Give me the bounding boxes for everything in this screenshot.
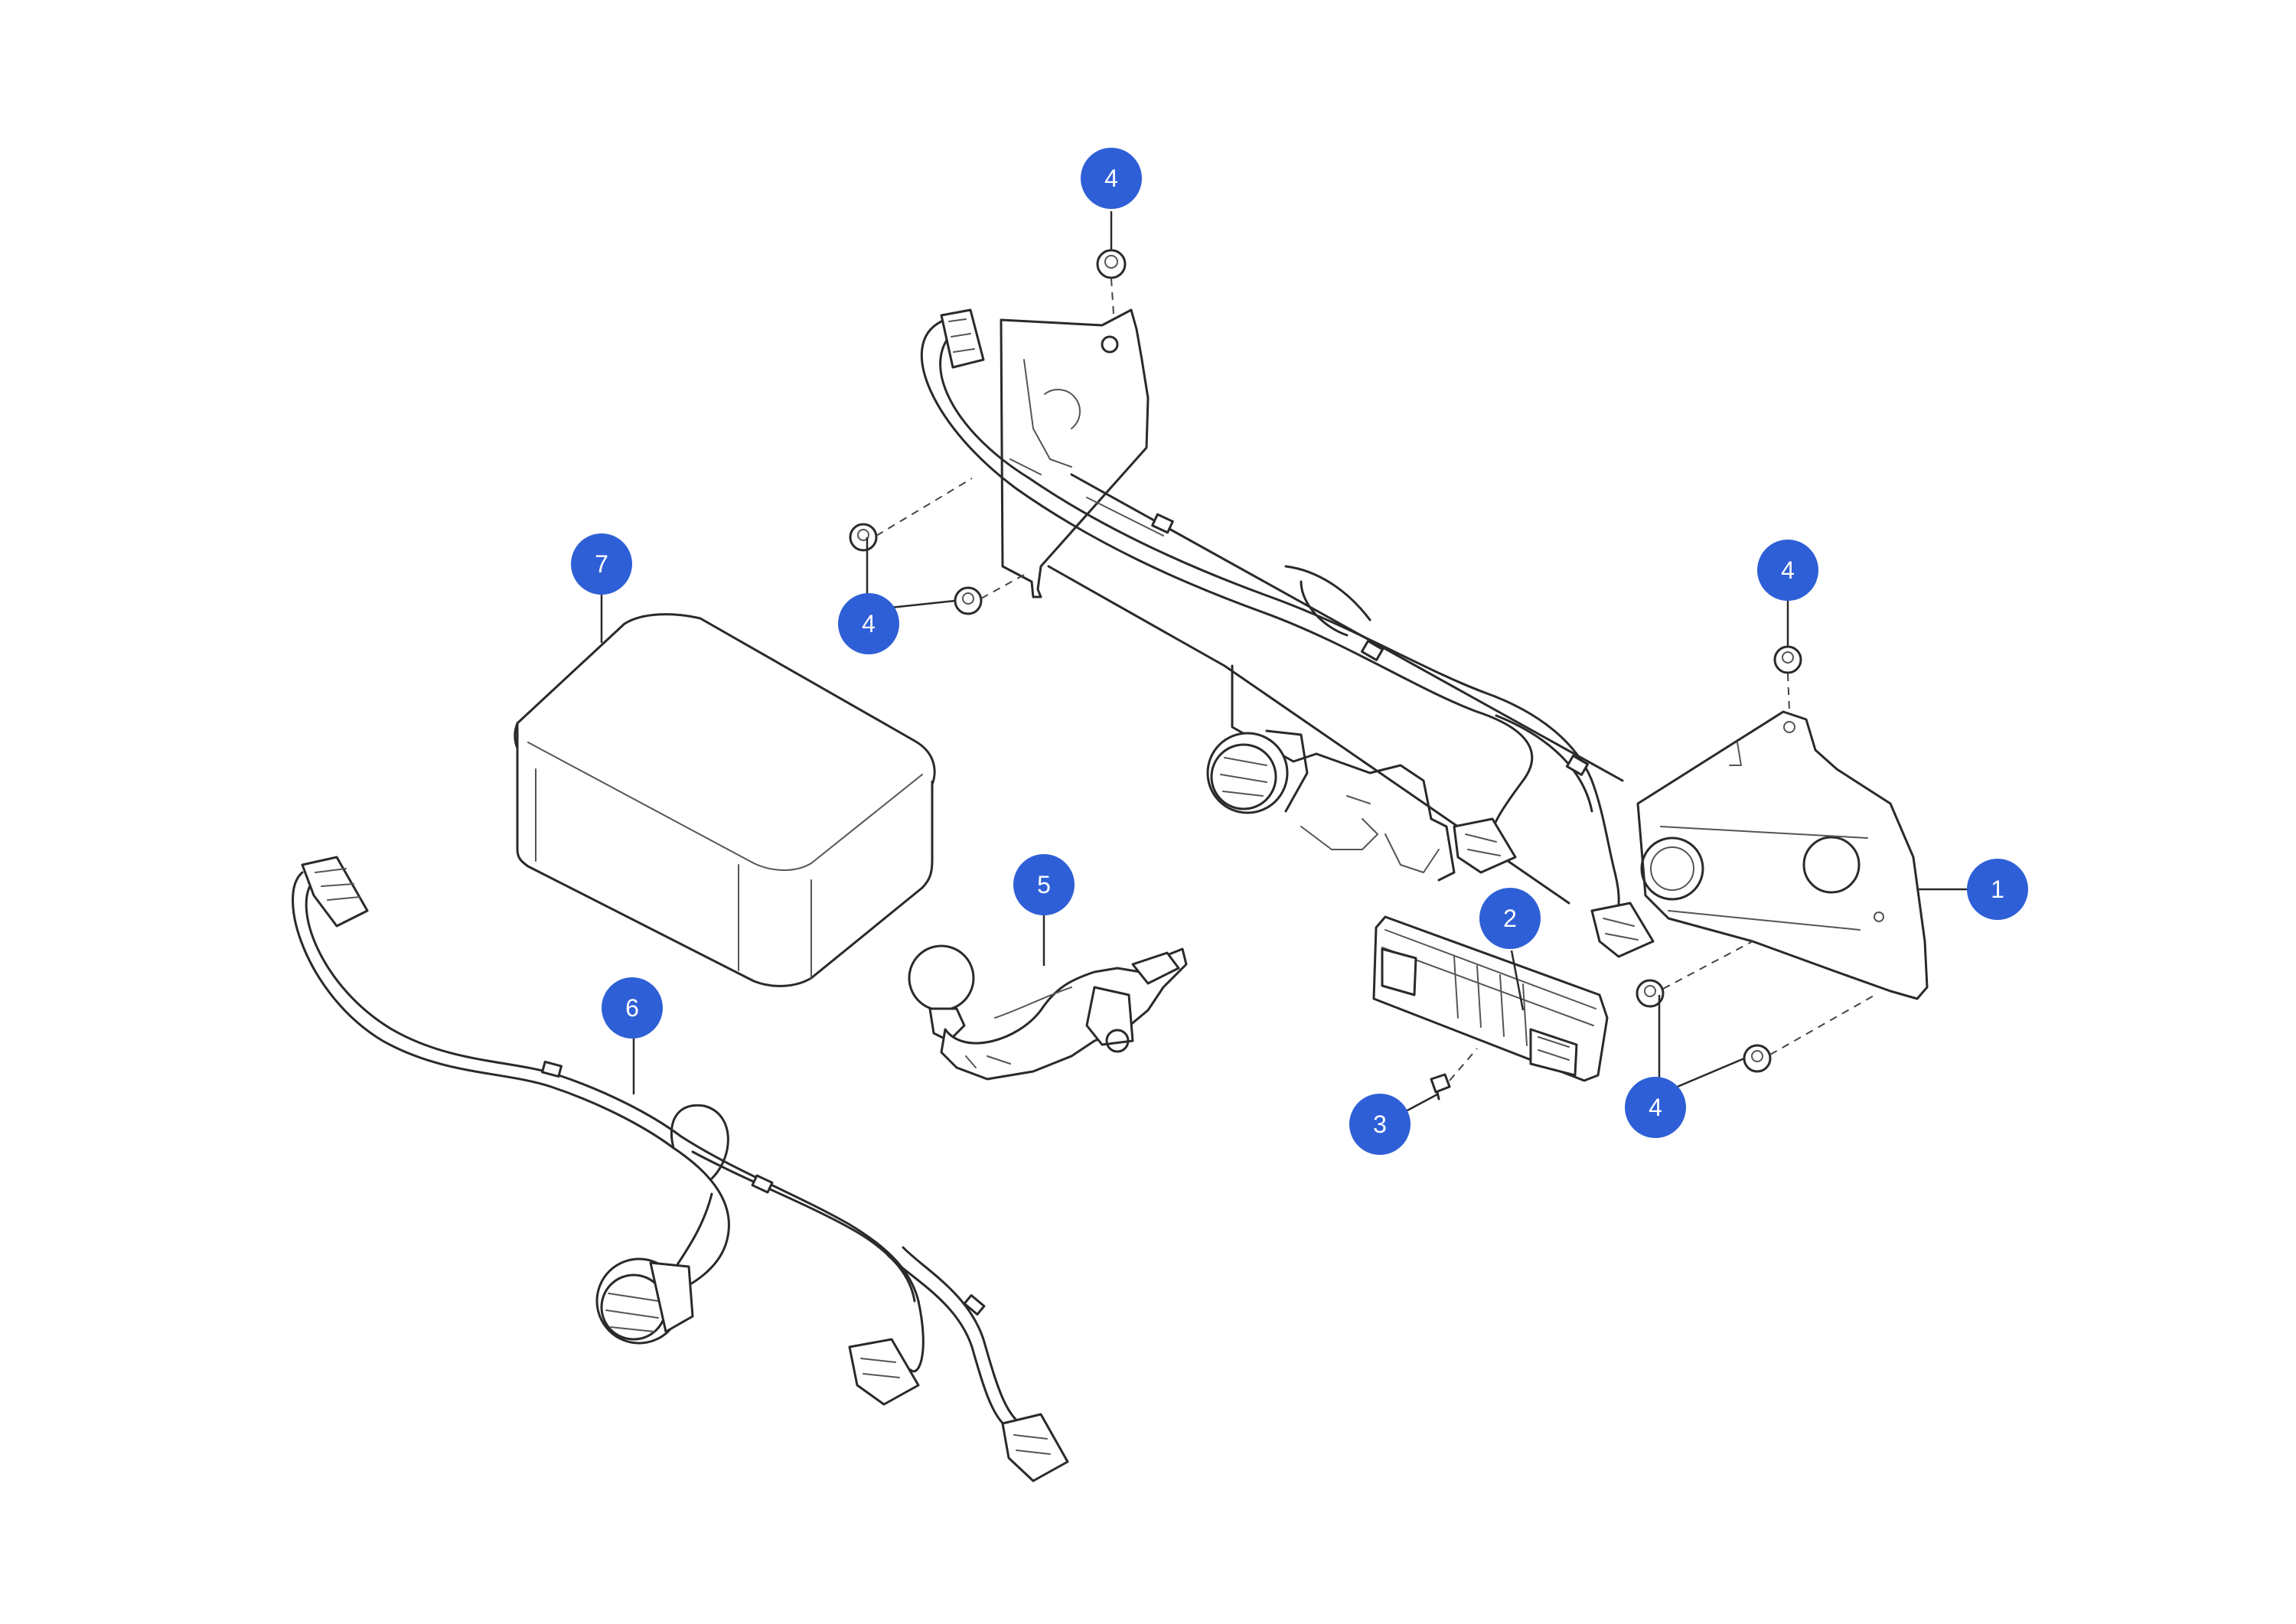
callout-4-top: 4 [1081,148,1142,209]
part-nuts [849,249,1802,1073]
nut-right-lower-b [1743,1044,1772,1073]
callout-4-left: 4 [838,593,899,654]
callouts: 4 4 4 4 1 2 3 5 [571,148,2028,1155]
callout-2-label: 2 [1503,905,1517,932]
part-wiring-harness [292,856,1069,1482]
part-screw [1430,1073,1451,1101]
nut-left-upper [849,523,878,552]
callout-4-right-top-label: 4 [1781,556,1795,584]
part-control-module [1372,915,1609,1082]
callout-6-harness: 6 [602,977,663,1039]
callout-7-box: 7 [571,533,632,595]
callout-2-module: 2 [1479,888,1541,949]
assembly-dash-lines [876,278,1876,1081]
callout-6-label: 6 [625,994,639,1022]
nut-left-lower [954,586,983,615]
callout-7-label: 7 [595,550,608,578]
callout-4-right-bottom: 4 [1625,1077,1686,1138]
nut-right-lower-a [1636,979,1665,1008]
callout-4-top-label: 4 [1104,165,1118,192]
callout-5-ball: 5 [1013,854,1075,915]
callout-1-towbar: 1 [1967,859,2028,920]
nut-top [1096,249,1127,279]
nut-right-top [1773,645,1802,674]
callout-3-screw: 3 [1349,1094,1411,1155]
part-tow-ball [908,944,1188,1081]
callout-1-label: 1 [1991,876,2004,903]
callout-5-label: 5 [1037,871,1051,898]
callout-4-left-label: 4 [862,610,876,638]
callout-3-label: 3 [1373,1110,1387,1138]
part-towbar-crossmember [1000,308,1929,1000]
callout-4-right-top: 4 [1757,540,1818,601]
callout-4-right-bottom-label: 4 [1649,1094,1662,1121]
part-storage-box [514,613,936,987]
towbar-wiring-loom [920,308,1655,958]
